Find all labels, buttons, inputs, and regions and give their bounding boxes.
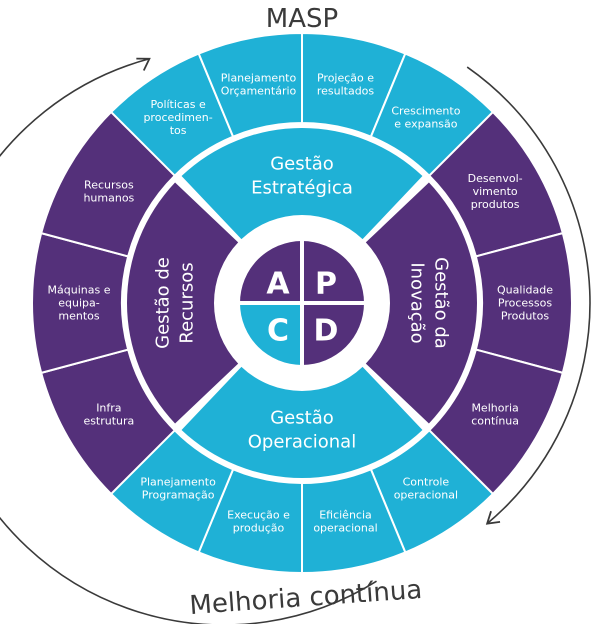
pdca-quadrant-bottom-left	[240, 303, 302, 365]
pdca-quadrant-bottom-right	[302, 303, 364, 365]
pdca-quadrant-top-left	[240, 241, 302, 303]
pdca-quadrant-top-right	[302, 241, 364, 303]
pillar-right	[365, 182, 477, 424]
pillar-bottom	[181, 366, 423, 478]
segment-left-3	[39, 110, 177, 258]
pillar-label-right: Gestão daInovação	[407, 257, 452, 349]
cycle-arc-left	[0, 57, 377, 624]
pdca-letter-top-right: P	[315, 267, 337, 302]
pillar-top	[181, 128, 423, 240]
pdca-letter-bottom-right: D	[314, 314, 339, 349]
pdca-letter-bottom-left: C	[267, 314, 289, 349]
cycle-arc-right	[466, 66, 591, 525]
diagram-title: MASP	[266, 4, 338, 34]
cycle-label: Melhoria contínua	[189, 575, 424, 621]
arrow-head-left-icon	[136, 57, 151, 71]
pillar-left	[126, 182, 239, 424]
pdca-letter-top-left: A	[266, 267, 290, 302]
improvement-cycle-ring	[0, 57, 591, 624]
arrow-head-right-icon	[485, 510, 501, 525]
